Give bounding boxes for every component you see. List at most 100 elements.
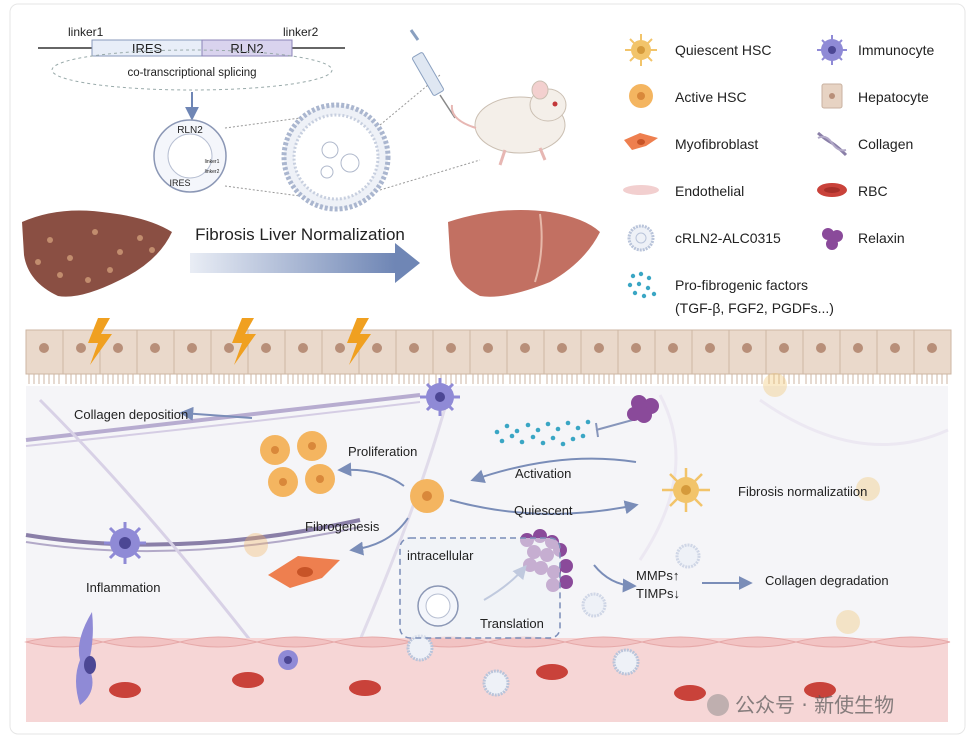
hepatocyte-icon xyxy=(654,329,693,384)
legend-label-rbc: RBC xyxy=(858,183,888,199)
hepatocyte-icon xyxy=(913,329,952,384)
watermark: 公众号 · 新使生物 xyxy=(735,693,894,717)
legend-collagen: Collagen xyxy=(817,131,913,157)
rbc-icon xyxy=(109,682,141,698)
lnp-icon xyxy=(581,592,607,618)
lnp-icon xyxy=(675,543,701,569)
relaxin-icon xyxy=(559,575,573,589)
rln2-label: RLN2 xyxy=(230,41,263,56)
lightning-icon xyxy=(347,318,371,365)
legend-quiescent-hsc: Quiescent HSC xyxy=(625,34,771,66)
hepatocyte-icon xyxy=(432,329,471,384)
circ-linker1-label: linker1 xyxy=(205,159,220,165)
arrow-proliferation xyxy=(337,462,405,487)
quiescent-hsc-right xyxy=(662,468,710,512)
hepatocyte-icon xyxy=(580,329,619,384)
factor-dot xyxy=(540,440,546,446)
legend-myofibroblast: Myofibroblast xyxy=(624,133,758,152)
rbc-group xyxy=(109,664,836,701)
legend-label-endothelial: Endothelial xyxy=(675,183,744,199)
rbc-icon xyxy=(349,680,381,696)
arrow-collagen-deposition xyxy=(179,406,253,421)
factor-dot xyxy=(504,423,510,429)
active-hsc-center xyxy=(410,479,444,513)
factor-dot xyxy=(570,436,576,442)
label-fibrosis-normalization: Fibrosis normalizatiion xyxy=(738,484,867,499)
arrow-mmps xyxy=(593,564,637,593)
label-quiescent: Quiescent xyxy=(514,503,573,518)
factor-dot xyxy=(555,426,561,432)
myofibroblast-cell xyxy=(268,556,340,588)
legend-label-active-hsc: Active HSC xyxy=(675,89,747,105)
label-collagen-deposition: Collagen deposition xyxy=(74,407,188,422)
circ-linker2-label: linker2 xyxy=(205,169,220,175)
legend-label-relaxin: Relaxin xyxy=(858,230,905,246)
circular-rna: RLN2 IRES linker1 linker2 xyxy=(153,117,301,197)
label-inflammation: Inflammation xyxy=(86,580,160,595)
lightning-icons xyxy=(88,318,371,365)
legend-label-myofibroblast: Myofibroblast xyxy=(675,136,758,152)
ires-label: IRES xyxy=(132,41,163,56)
factor-dot xyxy=(514,428,520,434)
lnp-icon xyxy=(612,648,640,676)
normalization-arrow xyxy=(190,253,395,273)
label-activation: Activation xyxy=(515,466,571,481)
healthy-liver xyxy=(448,209,600,297)
endothelial-layer xyxy=(24,636,951,648)
inhibition-bar xyxy=(595,422,599,438)
collagen-fibers xyxy=(25,389,949,641)
legend-label-collagen: Collagen xyxy=(858,136,913,152)
circ-rna-small xyxy=(417,585,459,627)
linker1-label: linker1 xyxy=(68,25,104,39)
factor-dot xyxy=(575,425,581,431)
legend-lnp: cRLN2-ALC0315 xyxy=(627,224,781,252)
factor-dot xyxy=(499,438,505,444)
hepatocyte-icon xyxy=(173,329,212,384)
legend-label-quiescent-hsc: Quiescent HSC xyxy=(675,42,771,58)
legend-immunocyte: Immunocyte xyxy=(817,35,934,65)
factor-dot xyxy=(550,435,556,441)
factor-dot xyxy=(585,419,591,425)
rbc-icon xyxy=(536,664,568,680)
hepatocyte-icon xyxy=(25,329,64,384)
linker2-label: linker2 xyxy=(283,25,319,39)
hepatocyte-icon xyxy=(617,329,656,384)
normalization-arrowhead xyxy=(395,243,420,283)
proliferating-hsc-cluster xyxy=(260,431,335,497)
arrow-quiescent xyxy=(449,499,639,515)
factor-dot xyxy=(509,433,515,439)
factor-dot xyxy=(580,433,586,439)
circ-ires-label: IRES xyxy=(169,178,190,188)
lightning-icon xyxy=(88,318,112,365)
factor-dot xyxy=(525,422,531,428)
factor-dot xyxy=(530,434,536,440)
endothelial-icon xyxy=(871,636,951,648)
lnp-icon xyxy=(482,669,510,697)
rna-construct: linker1 linker2 IRES RLN2 co-transcripti… xyxy=(38,25,345,121)
syringe-icon xyxy=(409,29,456,119)
hepatocyte-icon xyxy=(247,329,286,384)
hepatocyte-icon xyxy=(802,329,841,384)
label-intracellular: intracellular xyxy=(407,548,474,563)
immunocyte-vessel xyxy=(76,612,298,705)
mouse-icon xyxy=(450,80,567,166)
factor-dot xyxy=(565,420,571,426)
lnp-icon xyxy=(406,634,434,662)
hepatocyte-icon xyxy=(395,329,434,384)
hepatocyte-icon xyxy=(469,329,508,384)
watermark-logo-icon xyxy=(707,694,729,716)
circ-rln2-label: RLN2 xyxy=(177,125,203,136)
rbc-icon xyxy=(674,685,706,701)
hepatocyte-icon xyxy=(506,329,545,384)
label-timps: TIMPs↓ xyxy=(636,586,680,601)
legend-label-crln2: cRLN2-ALC0315 xyxy=(675,230,781,246)
legend-factors: Pro-fibrogenic factors (TGF-β, FGF2, PGD… xyxy=(627,271,834,316)
legend-endothelial: Endothelial xyxy=(623,183,744,199)
factor-dot xyxy=(494,429,500,435)
splicing-label: co-transcriptional splicing xyxy=(127,67,256,79)
factor-dot xyxy=(519,439,525,445)
pro-fibrogenic-factors xyxy=(494,419,591,447)
factor-dot xyxy=(535,427,541,433)
